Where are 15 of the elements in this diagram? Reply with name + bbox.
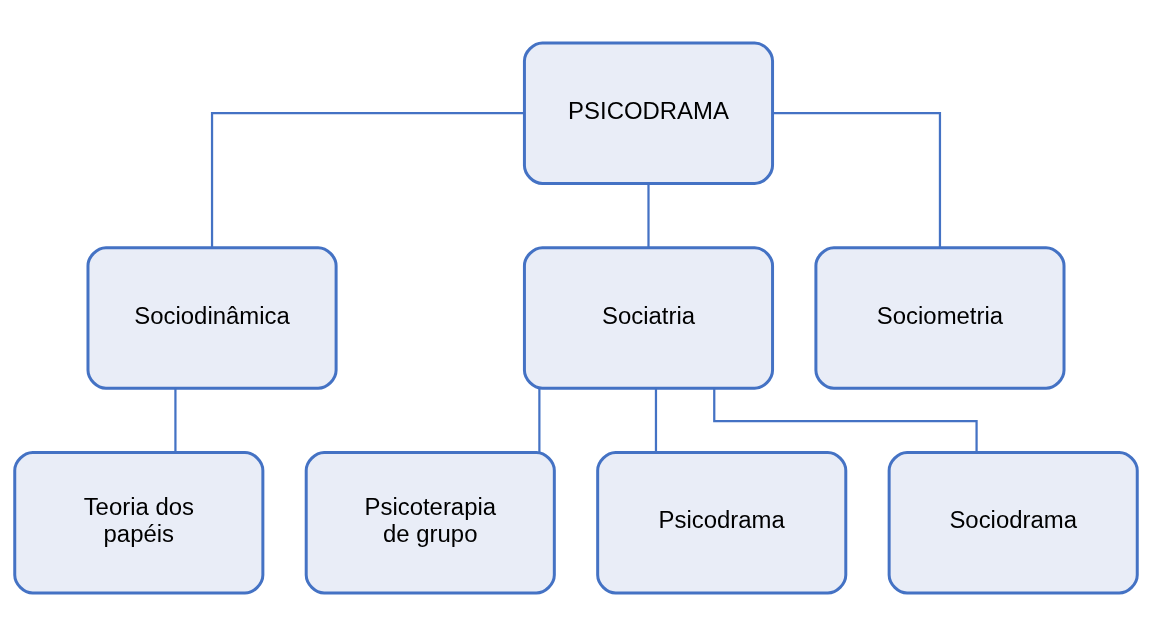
node-box: PSICODRAMA	[522, 41, 775, 185]
node-box: Sociodrama	[887, 450, 1139, 594]
connector	[174, 387, 177, 452]
node-box: Sociometria	[814, 245, 1066, 390]
node-box: Sociodinâmica	[86, 245, 338, 390]
node-box: Psicoterapia de grupo	[304, 450, 556, 594]
connector	[210, 111, 524, 248]
node-box: Sociatria	[522, 245, 775, 390]
connector	[713, 388, 978, 452]
node-box: Psicodrama	[596, 450, 848, 594]
connector	[654, 387, 658, 452]
connector	[772, 111, 942, 248]
connector	[647, 183, 650, 247]
connector	[538, 387, 541, 452]
node-box: Teoria dos papéis	[13, 450, 265, 594]
